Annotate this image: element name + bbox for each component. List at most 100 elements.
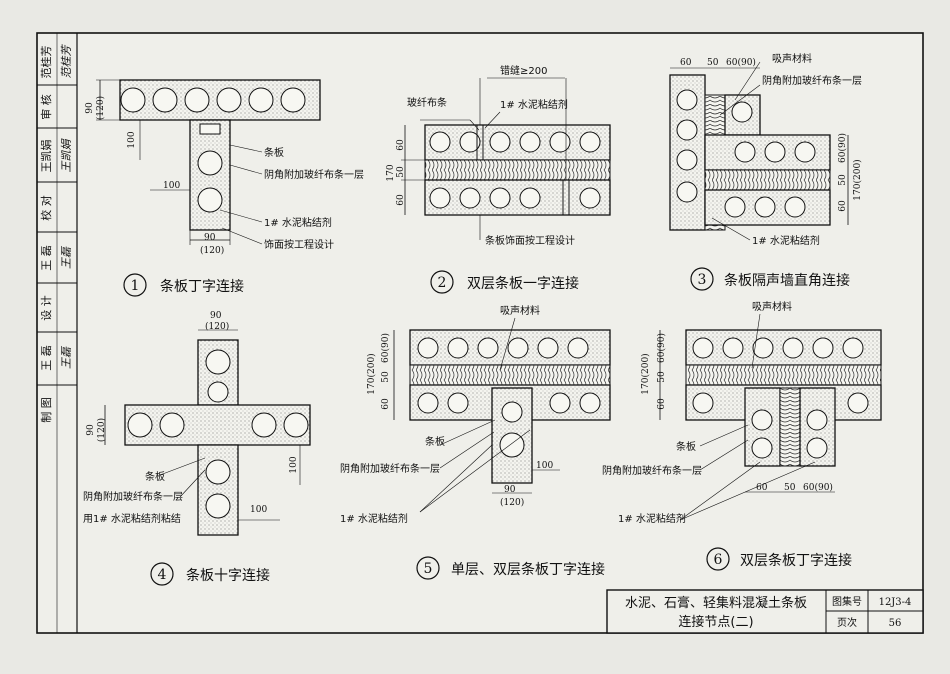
d1-label-tiaoban: 条板 bbox=[264, 146, 284, 159]
sidebar-role-1: 范桂芳 bbox=[39, 46, 53, 79]
d2-label-cuofeng: 错缝≥200 bbox=[500, 64, 547, 77]
detail-5-drawing bbox=[393, 317, 611, 513]
d3-dim-50: 50 bbox=[707, 58, 719, 68]
caption-4-title: 条板十字连接 bbox=[186, 567, 270, 584]
sidebar-sig-5: 王磊 bbox=[60, 245, 73, 269]
d3-dim-60: 60 bbox=[680, 58, 692, 68]
caption-6-title: 双层条板丁字连接 bbox=[740, 552, 852, 569]
page-value: 56 bbox=[889, 618, 902, 629]
d1-label-shimian: 饰面按工程设计 bbox=[264, 238, 334, 251]
sidebar-role-6: 设 计 bbox=[40, 295, 53, 321]
d5-dim-170-200: 170(200) bbox=[366, 353, 377, 394]
d4-dim-100b: 100 bbox=[250, 505, 267, 515]
d1-label-shuini: 1# 水泥粘结剂 bbox=[264, 216, 332, 229]
caption-2: 2 双层条板一字连接 bbox=[430, 270, 579, 294]
d2-dim-50: 50 bbox=[396, 166, 406, 178]
d3-dim-60-90: 60(90) bbox=[726, 57, 756, 68]
d5-label-yinjiao: 阴角附加玻纤布条一层 bbox=[340, 462, 440, 475]
caption-5-title: 单层、双层条板丁字连接 bbox=[451, 561, 605, 578]
d5-dim-90: 90 bbox=[504, 485, 516, 495]
detail-3-drawing bbox=[669, 61, 849, 241]
title-line-1: 水泥、石膏、轻集料混凝土条板 bbox=[625, 595, 807, 611]
detail-1-drawing bbox=[96, 79, 321, 245]
d6-dim-60-90b: 60(90) bbox=[656, 333, 667, 363]
d2-dim-60a: 60 bbox=[396, 139, 406, 151]
d4-dim-120: (120) bbox=[205, 321, 229, 332]
d1-label-yinjiao: 阴角附加玻纤布条一层 bbox=[264, 168, 364, 181]
sidebar-role-8: 制 图 bbox=[40, 397, 53, 423]
d6-dim-60: 60 bbox=[756, 483, 768, 493]
d6-dim-170-200: 170(200) bbox=[640, 353, 651, 394]
d6-dim-60b: 60 bbox=[657, 398, 667, 410]
d3-dim-170-200: 170(200) bbox=[852, 159, 863, 200]
caption-2-title: 双层条板一字连接 bbox=[467, 275, 579, 292]
page-label: 页次 bbox=[837, 616, 857, 629]
d1-dim-100b: 100 bbox=[163, 181, 180, 191]
d1-dim-90: 90 bbox=[85, 102, 95, 114]
d4-dim-100a: 100 bbox=[289, 456, 299, 473]
caption-1-title: 条板丁字连接 bbox=[160, 278, 244, 295]
d5-label-xisheng: 吸声材料 bbox=[500, 304, 540, 317]
d2-dim-60b: 60 bbox=[396, 194, 406, 206]
detail-6-drawing bbox=[659, 313, 882, 521]
sidebar-sig-1: 范桂芳 bbox=[60, 44, 73, 79]
caption-2-num: 2 bbox=[438, 275, 447, 291]
d5-dim-60-90: 60(90) bbox=[380, 333, 391, 363]
atlas-value: 12J3-4 bbox=[879, 597, 912, 608]
d4-dim-90b: 90 bbox=[86, 424, 96, 436]
caption-1: 1 条板丁字连接 bbox=[123, 273, 244, 297]
caption-4-num: 4 bbox=[158, 567, 167, 583]
d1-dim-90b: 90 bbox=[204, 233, 216, 243]
sidebar: 范桂芳 范桂芳 审 核 王凯娟 王凯娟 校 对 王 磊 王磊 设 计 王 磊 王… bbox=[37, 33, 77, 633]
caption-6-num: 6 bbox=[714, 552, 723, 568]
d4-label-yong-shuini: 用1# 水泥粘结剂粘结 bbox=[83, 512, 181, 525]
d6-label-shuini: 1# 水泥粘结剂 bbox=[618, 512, 686, 525]
d5-dim-120: (120) bbox=[500, 497, 524, 508]
d2-label-shuini: 1# 水泥粘结剂 bbox=[500, 98, 568, 111]
d3-label-xisheng: 吸声材料 bbox=[772, 52, 812, 65]
d3-dim-60b: 60 bbox=[838, 200, 848, 212]
atlas-label: 图集号 bbox=[832, 595, 862, 608]
caption-6: 6 双层条板丁字连接 bbox=[706, 547, 852, 571]
d4-label-tiaoban: 条板 bbox=[145, 470, 165, 483]
sidebar-role-2: 审 核 bbox=[39, 94, 53, 120]
d6-label-tiaoban: 条板 bbox=[676, 440, 696, 453]
d5-label-tiaoban: 条板 bbox=[425, 435, 445, 448]
sidebar-role-5: 王 磊 bbox=[40, 245, 53, 271]
sidebar-role-4: 校 对 bbox=[39, 195, 53, 221]
d4-dim-120b: (120) bbox=[96, 418, 107, 442]
d3-dim-50b: 50 bbox=[838, 174, 848, 186]
sidebar-role-7: 王 磊 bbox=[40, 345, 53, 371]
title-line-2: 连接节点(二) bbox=[678, 614, 753, 630]
d1-dim-100a: 100 bbox=[127, 131, 137, 148]
sidebar-sig-7: 王磊 bbox=[60, 345, 73, 369]
d6-dim-50: 50 bbox=[784, 483, 796, 493]
d6-label-yinjiao: 阴角附加玻纤布条一层 bbox=[602, 464, 702, 477]
d3-label-yinjiao: 阴角附加玻纤布条一层 bbox=[762, 74, 862, 87]
caption-3-num: 3 bbox=[698, 272, 707, 288]
d3-dim-60-90b: 60(90) bbox=[837, 133, 848, 163]
d5-dim-100: 100 bbox=[536, 461, 553, 471]
d6-dim-50b: 50 bbox=[657, 371, 667, 383]
sidebar-role-3: 王凯娟 bbox=[39, 140, 53, 173]
caption-4: 4 条板十字连接 bbox=[150, 562, 270, 586]
d5-label-shuini: 1# 水泥粘结剂 bbox=[340, 512, 408, 525]
caption-5: 5 单层、双层条板丁字连接 bbox=[416, 556, 605, 580]
caption-1-num: 1 bbox=[131, 278, 140, 294]
d6-dim-60-90: 60(90) bbox=[803, 482, 833, 493]
d2-label-boxian: 玻纤布条 bbox=[407, 96, 447, 109]
d1-dim-120: (120) bbox=[95, 96, 106, 120]
caption-5-num: 5 bbox=[424, 561, 433, 577]
d3-label-shuini: 1# 水泥粘结剂 bbox=[752, 234, 820, 247]
title-block: 水泥、石膏、轻集料混凝土条板 连接节点(二) 图集号 12J3-4 页次 56 bbox=[606, 589, 924, 634]
sidebar-sig-3: 王凯娟 bbox=[60, 138, 73, 173]
d5-dim-60: 60 bbox=[381, 398, 391, 410]
detail-2-drawing bbox=[401, 77, 611, 240]
caption-3-title: 条板隔声墙直角连接 bbox=[724, 272, 850, 289]
caption-3: 3 条板隔声墙直角连接 bbox=[690, 267, 850, 291]
d1-dim-120b: (120) bbox=[200, 245, 224, 256]
d4-dim-90: 90 bbox=[210, 311, 222, 321]
d2-dim-170: 170 bbox=[386, 164, 396, 181]
